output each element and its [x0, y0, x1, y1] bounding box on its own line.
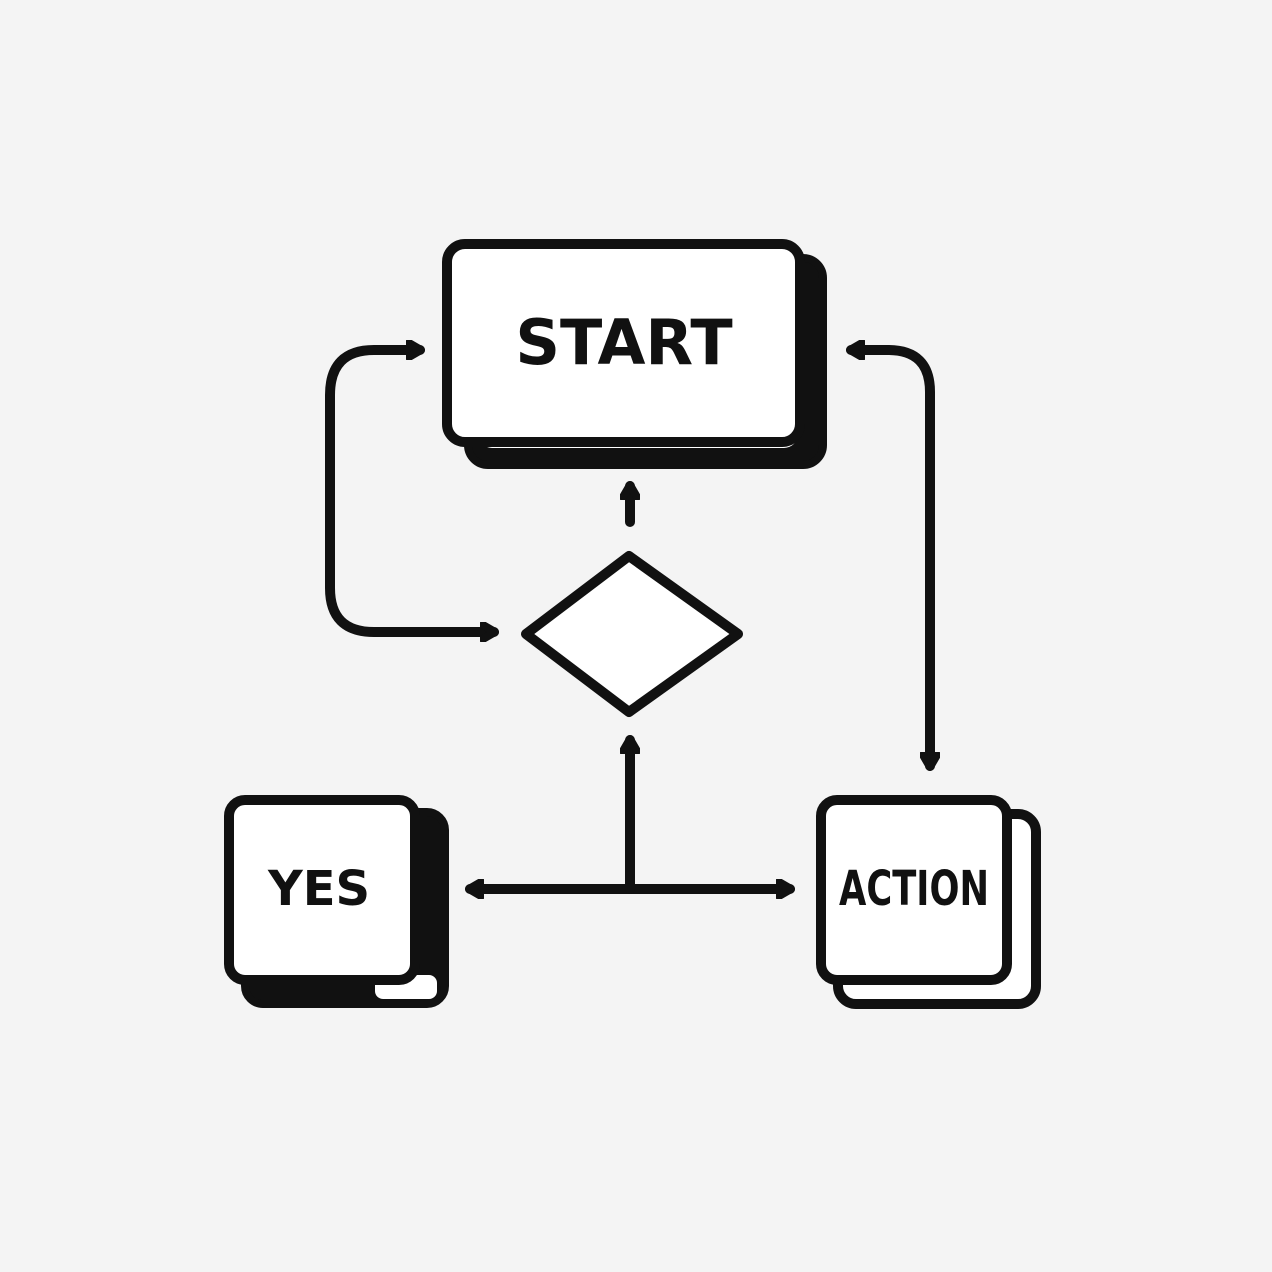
connectors — [325, 350, 930, 889]
decision-diamond — [521, 551, 743, 717]
action-node: ACTION — [816, 795, 1041, 1009]
action-node-label: ACTION — [839, 861, 989, 917]
action-node-box — [816, 795, 1012, 985]
start-node-label: START — [515, 306, 732, 379]
yes-node-label: YES — [267, 861, 370, 917]
connector-decision-to-start-left — [325, 350, 499, 632]
connector-start-to-action — [846, 350, 930, 771]
yes-node: YES — [224, 795, 449, 1008]
yes-node-box — [224, 795, 420, 985]
start-node: START — [442, 239, 827, 469]
decision-node — [521, 551, 743, 717]
